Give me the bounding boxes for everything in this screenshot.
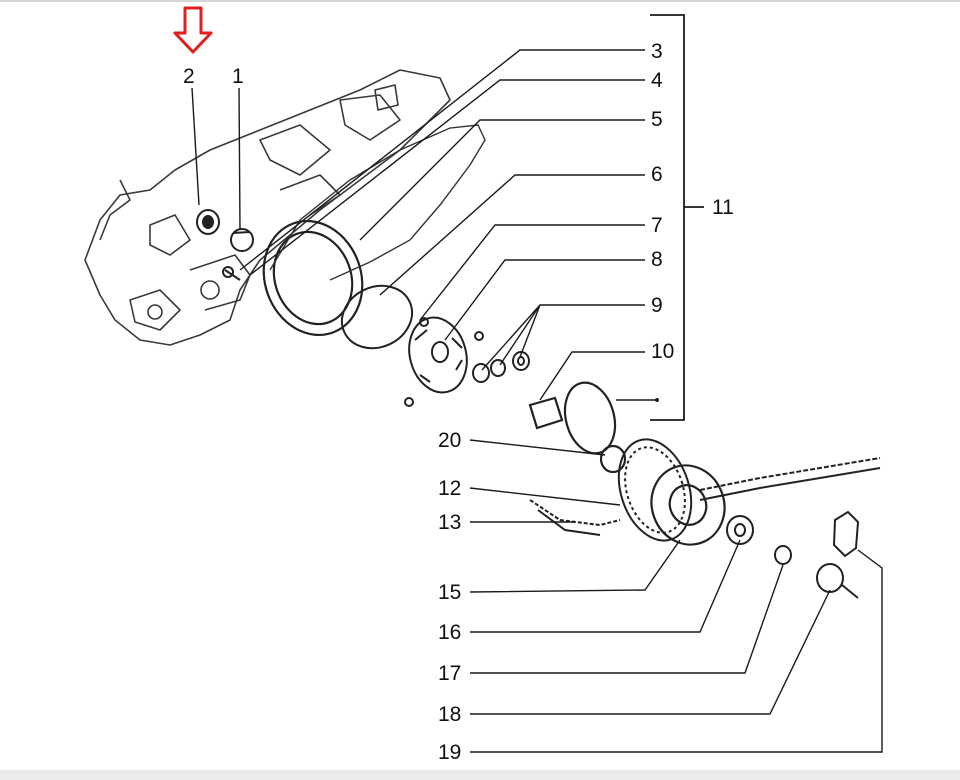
leader-lines — [191, 49, 883, 753]
part-3-cover-plate — [262, 219, 364, 337]
part-17-spacer — [774, 545, 792, 565]
callout-10: 10 — [651, 340, 675, 363]
callout-5: 5 — [651, 108, 663, 131]
part-8-drive-pulley — [404, 316, 484, 407]
top-border — [0, 0, 960, 2]
callout-6: 6 — [651, 163, 663, 186]
part-16-bearing — [726, 515, 754, 545]
part-13-drive-belt — [529, 457, 881, 536]
callout-2: 2 — [183, 65, 195, 88]
callout-19: 19 — [438, 741, 462, 764]
part-15-clutch — [650, 464, 726, 546]
part-5-gasket — [269, 124, 486, 281]
callout-8: 8 — [651, 248, 663, 271]
callout-18: 18 — [438, 703, 462, 726]
callout-13: 13 — [438, 511, 462, 534]
callout-20: 20 — [438, 429, 462, 452]
callout-7: 7 — [651, 214, 663, 237]
callout-11: 11 — [712, 196, 734, 219]
callout-15: 15 — [438, 581, 462, 604]
part-2-gear — [196, 209, 220, 235]
group-bracket — [650, 14, 704, 421]
arrow-down-icon — [173, 6, 213, 54]
part-20-ring — [599, 444, 627, 474]
bottom-border — [0, 770, 960, 780]
callout-9: 9 — [651, 294, 663, 317]
callout-16: 16 — [438, 621, 462, 644]
part-1-bushing — [230, 228, 254, 252]
crankcase-housing — [84, 69, 451, 346]
part-18-nut — [816, 563, 859, 599]
part-10-driven-pulley — [528, 381, 617, 455]
part-9-washers — [472, 351, 530, 383]
callout-4: 4 — [651, 69, 663, 92]
part-19-clip — [832, 510, 860, 558]
part-6-oring — [340, 284, 414, 350]
callout-12: 12 — [438, 477, 462, 500]
callout-17: 17 — [438, 662, 462, 685]
reference-dot — [655, 398, 659, 402]
small-screw — [222, 266, 241, 281]
callout-3: 3 — [651, 40, 663, 63]
callout-1: 1 — [232, 65, 244, 88]
